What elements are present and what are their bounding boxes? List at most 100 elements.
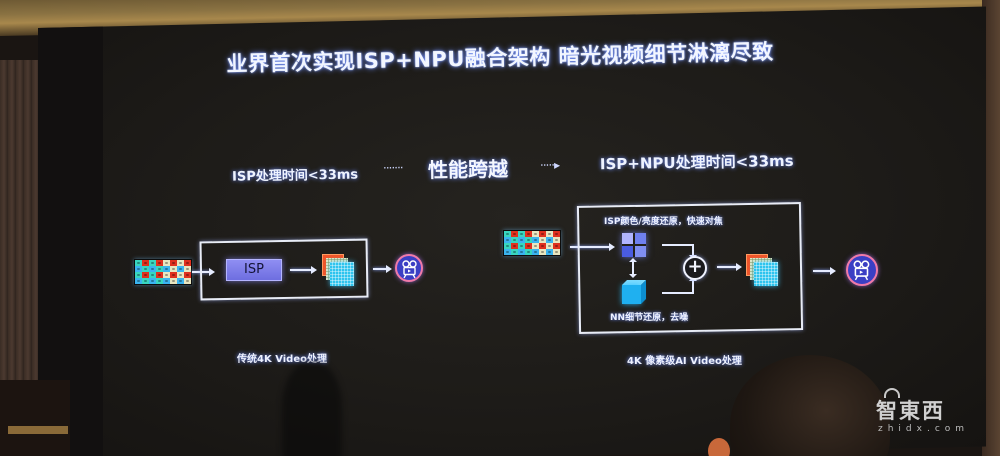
watermark-brand: 智東西	[876, 399, 945, 423]
bayer-cell	[553, 243, 560, 249]
bayer-cell	[163, 260, 170, 266]
audience-head	[730, 355, 890, 456]
bayer-cell	[142, 272, 149, 278]
performance-leap-label: 性能跨越	[427, 156, 509, 183]
bayer-cell	[170, 260, 177, 266]
bayer-cell	[177, 266, 184, 272]
bayer-cell	[149, 278, 156, 284]
bayer-cell	[135, 266, 142, 272]
bayer-cell	[156, 272, 163, 278]
bayer-cell	[184, 266, 191, 272]
arrow-icon	[717, 263, 742, 271]
bayer-cell	[553, 249, 560, 255]
merge-arrow-icon	[662, 244, 697, 260]
bayer-cell	[532, 231, 539, 237]
bayer-cell	[553, 231, 560, 237]
bayer-cell	[546, 231, 553, 237]
bayer-cell	[135, 260, 142, 266]
bayer-cell	[518, 249, 525, 255]
bayer-cell	[539, 243, 546, 249]
isp-branch-label: ISP颜色/亮度还原，快速对焦	[604, 217, 723, 227]
video-camera-icon	[395, 254, 423, 282]
ai-caption: 4K 像素级AI Video处理	[627, 356, 742, 367]
wifi-icon	[884, 388, 900, 398]
bayer-cell	[504, 249, 511, 255]
curtain	[0, 60, 38, 380]
bench	[8, 426, 68, 434]
bayer-cell	[532, 237, 539, 243]
bayer-cell	[135, 278, 142, 284]
bayer-cell	[142, 266, 149, 272]
bayer-cell	[142, 278, 149, 284]
bayer-cell	[525, 237, 532, 243]
plus-circle-icon: +	[683, 256, 707, 280]
nn-branch-label: NN细节还原，去噪	[610, 313, 689, 323]
bayer-cell	[142, 260, 149, 266]
bayer-cell	[504, 243, 511, 249]
traditional-time-label: ISP处理时间<33ms	[231, 167, 359, 185]
watermark-url: zhidx.com	[878, 424, 970, 434]
bayer-cell	[177, 278, 184, 284]
bayer-cell	[504, 237, 511, 243]
bayer-cell	[184, 260, 191, 266]
bayer-cell	[163, 272, 170, 278]
bayer-cell	[156, 266, 163, 272]
bayer-cell	[511, 237, 518, 243]
bayer-cell	[539, 249, 546, 255]
bayer-cell	[170, 272, 177, 278]
bayer-cell	[511, 231, 518, 237]
bayer-cell	[532, 243, 539, 249]
bayer-cell	[539, 237, 546, 243]
watermark: 智東西 zhidx.com	[876, 388, 986, 448]
bayer-cell	[546, 237, 553, 243]
bayer-cell	[184, 278, 191, 284]
wall-left	[0, 380, 70, 456]
arrow-icon	[290, 266, 317, 274]
bayer-cell	[149, 260, 156, 266]
arrow-icon	[570, 243, 615, 251]
bayer-cell	[177, 260, 184, 266]
merge-arrow-icon	[662, 276, 697, 294]
bayer-cell	[511, 243, 518, 249]
audience-ear	[708, 438, 730, 456]
ai-time-label: ISP+NPU处理时间<33ms	[599, 151, 794, 174]
dotted-connector: ·······	[382, 160, 403, 176]
arrow-icon	[192, 268, 215, 276]
bidirectional-arrow-icon	[629, 258, 637, 278]
bayer-pattern-icon	[503, 230, 561, 256]
bayer-cell	[539, 231, 546, 237]
bayer-cell	[163, 278, 170, 284]
bayer-cell	[135, 272, 142, 278]
bayer-cell	[518, 231, 525, 237]
bayer-cell	[525, 243, 532, 249]
bayer-cell	[518, 243, 525, 249]
bayer-cell	[546, 243, 553, 249]
arrow-icon	[813, 267, 836, 275]
bayer-cell	[163, 266, 170, 272]
bayer-cell	[553, 237, 560, 243]
bayer-cell	[156, 278, 163, 284]
bayer-cell	[149, 266, 156, 272]
bayer-cell	[184, 272, 191, 278]
bayer-cell	[170, 278, 177, 284]
wall-right	[982, 0, 1000, 456]
arrow-icon	[373, 265, 392, 273]
window-grid-icon	[622, 233, 646, 257]
bayer-cell	[518, 237, 525, 243]
dotted-arrow-icon: ·····▸	[539, 157, 560, 173]
bayer-cell	[532, 249, 539, 255]
bayer-pattern-icon	[134, 259, 192, 285]
bayer-cell	[149, 272, 156, 278]
bayer-cell	[156, 260, 163, 266]
bayer-cell	[177, 272, 184, 278]
bayer-cell	[525, 249, 532, 255]
bayer-cell	[546, 249, 553, 255]
bayer-cell	[170, 266, 177, 272]
traditional-caption: 传统4K Video处理	[237, 354, 327, 365]
cube-icon	[622, 280, 646, 304]
audience-shadow	[282, 362, 342, 456]
isp-block: ISP	[226, 259, 282, 281]
video-camera-icon	[846, 254, 878, 286]
bayer-cell	[504, 231, 511, 237]
bayer-cell	[511, 249, 518, 255]
